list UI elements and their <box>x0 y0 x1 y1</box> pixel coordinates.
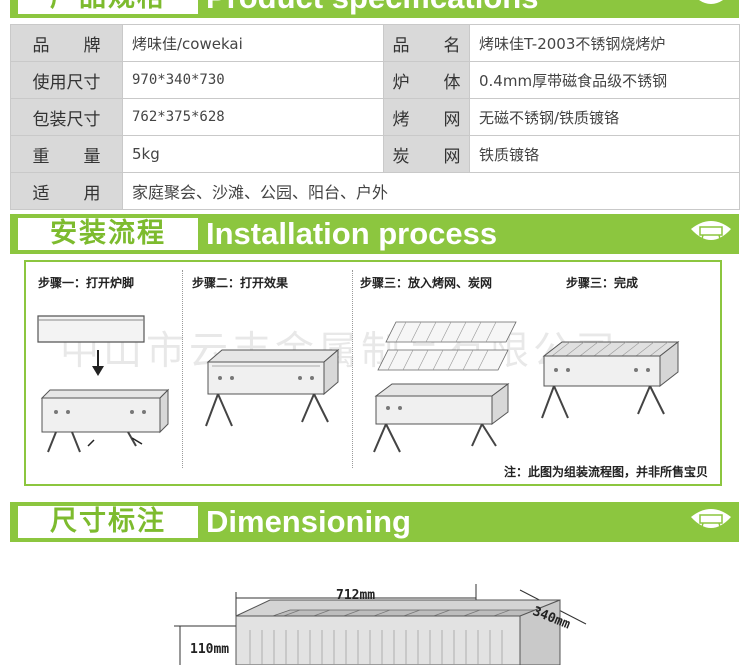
spec-label-usage-size: 使用尺寸 <box>10 61 123 99</box>
spec-label-weight: 重 量 <box>10 135 123 173</box>
spec-value-body: 0.4mm厚带磁食品级不锈钢 <box>469 61 740 99</box>
spec-value-usage-size: 970*340*730 <box>122 61 384 99</box>
step-two-illustration <box>205 348 340 427</box>
spec-value-grill-net: 无磁不锈钢/铁质镀铬 <box>469 98 740 136</box>
installation-diagram: 中山市云丰金属制品有限公司 步骤一：打开炉脚 步骤二：打开效果 步骤三：放入烤网… <box>24 260 722 486</box>
final-grill-illustration <box>541 340 680 419</box>
banner-title-en: Installation process <box>206 216 498 251</box>
grill-logo-icon <box>691 221 731 244</box>
installation-process-banner: 安装流程 Installation process <box>10 214 739 254</box>
spec-table: 品 牌 烤味佳/cowekai 品 名 烤味佳T-2003不锈钢烧烤炉 使用尺寸… <box>10 24 740 210</box>
spec-value-name: 烤味佳T-2003不锈钢烧烤炉 <box>469 24 740 62</box>
spec-value-usage: 家庭聚会、沙滩、公园、阳台、户外 <box>122 172 740 210</box>
product-specifications-banner: 产品规格 Product specifications <box>10 0 739 18</box>
spec-label-body: 炉 体 <box>383 61 470 99</box>
table-row: 重 量 5kg 炭 网 铁质镀铬 <box>10 135 740 173</box>
step-divider <box>352 270 353 468</box>
step-one-illustration <box>37 315 170 453</box>
spec-value-weight: 5kg <box>122 135 384 173</box>
dimension-drawing <box>174 584 587 665</box>
step-two-label: 步骤二：打开效果 <box>192 276 289 290</box>
grill-logo-icon <box>699 0 723 4</box>
banner-title-en: Product specifications <box>206 0 538 18</box>
height-dimension-label: 110mm <box>190 642 230 657</box>
table-row: 包装尺寸 762*375*628 烤 网 无磁不锈钢/铁质镀铬 <box>10 98 740 136</box>
step-three-illustration <box>373 321 517 453</box>
spec-value-charcoal-net: 铁质镀铬 <box>469 135 740 173</box>
banner-title-zh: 产品规格 <box>18 0 198 14</box>
spec-label-package-size: 包装尺寸 <box>10 98 123 136</box>
table-row: 适 用 家庭聚会、沙滩、公园、阳台、户外 <box>10 172 740 210</box>
banner-title-zh: 尺寸标注 <box>18 506 198 538</box>
spec-label-name: 品 名 <box>383 24 470 62</box>
banner-title-en: Dimensioning <box>206 504 411 539</box>
grill-logo-icon <box>691 509 731 532</box>
spec-label-charcoal-net: 炭 网 <box>383 135 470 173</box>
step-final-label: 步骤三：完成 <box>566 276 639 290</box>
step-one-label: 步骤一：打开炉脚 <box>38 276 135 290</box>
spec-label-brand: 品 牌 <box>10 24 123 62</box>
table-row: 品 牌 烤味佳/cowekai 品 名 烤味佳T-2003不锈钢烧烤炉 <box>10 24 740 62</box>
table-row: 使用尺寸 970*340*730 炉 体 0.4mm厚带磁食品级不锈钢 <box>10 61 740 99</box>
spec-value-brand: 烤味佳/cowekai <box>122 24 384 62</box>
length-dimension-label: 712mm <box>336 588 376 603</box>
spec-label-grill-net: 烤 网 <box>383 98 470 136</box>
dimensioning-banner: 尺寸标注 Dimensioning <box>10 502 739 542</box>
spec-label-usage: 适 用 <box>10 172 123 210</box>
banner-title-zh: 安装流程 <box>18 218 198 250</box>
disclaimer-note: 注：此图为组装流程图，并非所售宝贝 <box>503 465 708 479</box>
step-three-label: 步骤三：放入烤网、炭网 <box>360 276 493 290</box>
spec-value-package-size: 762*375*628 <box>122 98 384 136</box>
step-divider <box>182 270 183 468</box>
